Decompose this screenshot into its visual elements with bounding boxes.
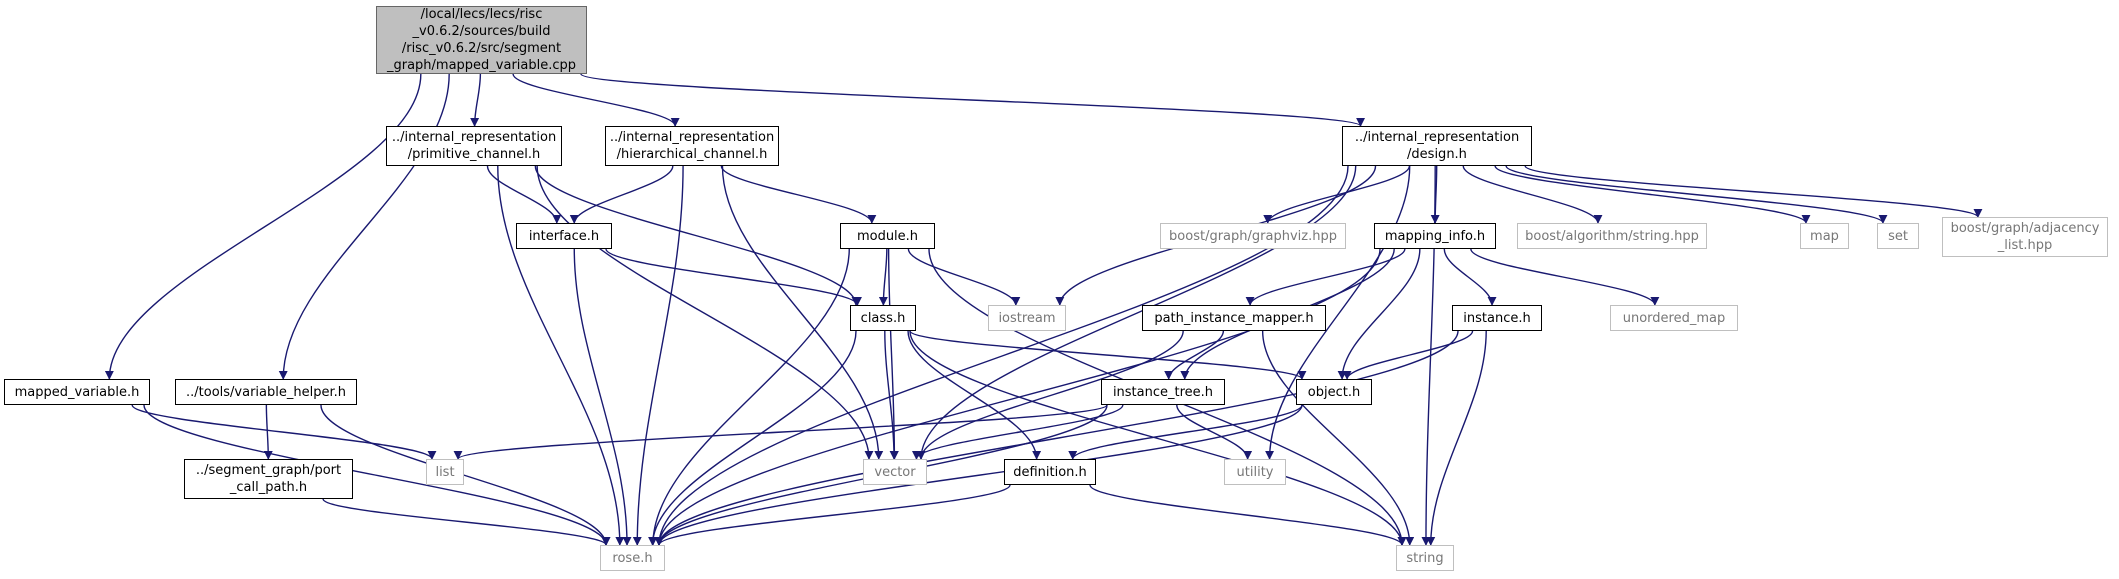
edge-primitive-to-vector: [536, 165, 874, 460]
class-node[interactable]: class.h: [850, 305, 916, 331]
edge-inst_tree-to-vector: [912, 404, 1124, 460]
edge-var_helper-to-port_call: [263, 404, 273, 460]
edge-inst_tree-to-utility: [1176, 404, 1253, 460]
module-node[interactable]: module.h: [840, 223, 935, 249]
edge-root-to-design: [580, 73, 1365, 127]
vector-node: vector: [863, 459, 927, 485]
edge-design-to-adjacency: [1524, 165, 1983, 218]
edge-interface-to-class: [605, 248, 862, 306]
edge-primitive-to-interface: [486, 165, 562, 224]
edge-root-to-hierarchical: [512, 73, 680, 127]
edge-design-to-utility: [1265, 165, 1411, 460]
utility-node: utility: [1224, 459, 1286, 485]
edge-class-to-object: [909, 330, 1307, 380]
edge-module-to-class: [878, 248, 888, 306]
mapped-variable-node[interactable]: mapped_variable.h: [4, 379, 150, 405]
edge-inst_tree-to-list: [453, 404, 1108, 460]
edge-design-to-alg_string: [1462, 165, 1603, 224]
iostream-node: iostream: [988, 305, 1066, 331]
set-node: set: [1877, 223, 1919, 249]
edge-definition-to-rose: [654, 484, 1011, 546]
definition-node[interactable]: definition.h: [1004, 459, 1096, 485]
port-call-path-node[interactable]: ../segment_graph/port _call_path.h: [184, 459, 353, 499]
root-file-node: /local/lecs/lecs/risc _v0.6.2/sources/bu…: [376, 6, 587, 74]
edge-path_inst-to-inst_tree: [1164, 330, 1225, 380]
edge-mapped_var-to-list: [131, 404, 437, 460]
edge-mapped_var-to-rose: [143, 404, 611, 546]
edge-interface-to-rose: [573, 248, 632, 546]
edge-hierarchical-to-module: [720, 165, 877, 224]
design-node[interactable]: ../internal_representation /design.h: [1342, 126, 1532, 166]
edge-mapping_info-to-rose: [654, 248, 1381, 546]
list-node: list: [426, 459, 464, 485]
edge-primitive-to-class: [534, 165, 861, 306]
edge-object-to-definition: [1068, 404, 1303, 460]
string-node: string: [1396, 545, 1454, 571]
edge-instance-to-object: [1342, 330, 1474, 380]
edge-object-to-rose: [654, 404, 1303, 546]
variable-helper-node[interactable]: ../tools/variable_helper.h: [175, 379, 357, 405]
edge-mapping_info-to-path_inst: [1245, 248, 1406, 306]
edge-design-to-set: [1505, 165, 1888, 224]
edge-hierarchical-to-vector: [721, 165, 884, 460]
mapping-info-node[interactable]: mapping_info.h: [1374, 223, 1496, 249]
map-node: map: [1800, 223, 1849, 249]
object-node[interactable]: object.h: [1296, 379, 1372, 405]
edge-path_inst-to-vector: [916, 330, 1184, 460]
edge-root-to-mapped_var: [104, 73, 422, 380]
edge-design-to-graphviz: [1263, 165, 1411, 224]
edge-instance-to-rose: [654, 330, 1459, 546]
edge-mapping_info-to-unordered: [1470, 248, 1660, 306]
edge-root-to-primitive: [470, 73, 482, 127]
edge-class-to-string: [909, 330, 1407, 546]
interface-node[interactable]: interface.h: [516, 223, 612, 249]
edge-definition-to-string: [1089, 484, 1407, 546]
instance-node[interactable]: instance.h: [1452, 305, 1542, 331]
primitive-channel-node[interactable]: ../internal_representation /primitive_ch…: [386, 126, 562, 166]
edge-root-to-var_helper: [278, 73, 450, 380]
edge-module-to-iostream: [907, 248, 1021, 306]
rose-h-node: rose.h: [600, 545, 665, 571]
edge-hierarchical-to-interface: [569, 165, 674, 224]
edge-module-to-vector: [887, 248, 899, 460]
edge-mapping_info-to-object: [1337, 248, 1421, 380]
edge-path_inst-to-string: [1261, 330, 1415, 546]
edge-class-to-vector: [884, 330, 899, 460]
edge-design-to-map: [1494, 165, 1811, 224]
hierarchical-channel-node[interactable]: ../internal_representation /hierarchical…: [605, 126, 779, 166]
graphviz-hpp-node: boost/graph/graphviz.hpp: [1160, 223, 1346, 249]
algorithm-string-hpp-node: boost/algorithm/string.hpp: [1517, 223, 1707, 249]
instance-tree-node[interactable]: instance_tree.h: [1101, 379, 1225, 405]
path-instance-mapper-node[interactable]: path_instance_mapper.h: [1142, 305, 1326, 331]
edge-module-to-rose: [648, 248, 850, 546]
edge-mapping_info-to-instance: [1443, 248, 1497, 306]
edge-primitive-to-rose: [497, 165, 625, 546]
edge-hierarchical-to-rose: [632, 165, 684, 546]
edge-port_call-to-rose: [322, 498, 611, 546]
edge-design-to-rose: [654, 165, 1349, 546]
adjacency-list-hpp-node: boost/graph/adjacency _list.hpp: [1942, 217, 2108, 257]
dependency-edges: [104, 73, 1983, 546]
unordered-map-node: unordered_map: [1610, 305, 1738, 331]
edge-instance-to-string: [1426, 330, 1487, 546]
edge-class-to-rose: [648, 330, 857, 546]
